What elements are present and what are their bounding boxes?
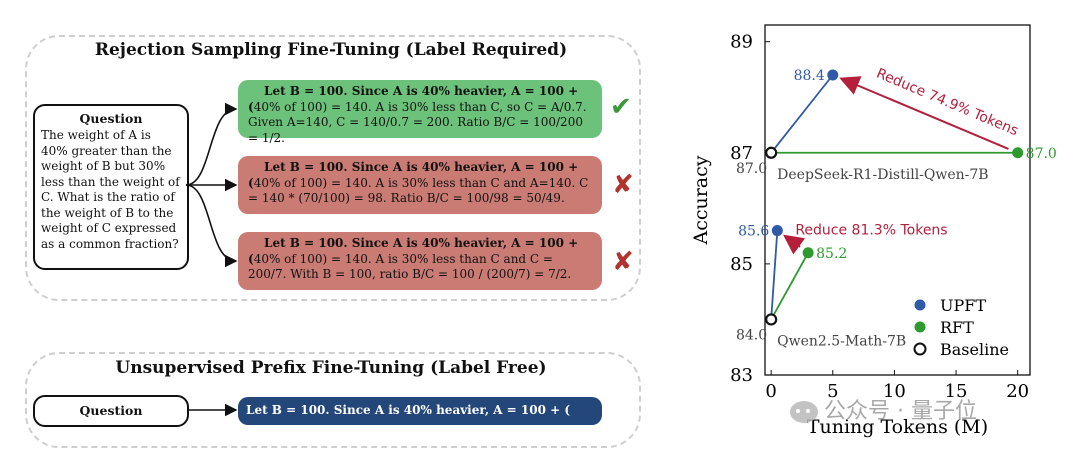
question-box: Question [33,395,189,427]
x-axis-title: Tuning Tokens (M) [807,416,988,438]
legend-label: Baseline [940,340,1009,359]
upft-line [770,74,834,154]
x-tick-label: 5 [827,381,838,402]
upft-value-label: 85.6 [738,224,769,240]
rft-point [802,247,814,259]
answer-correct: Let B = 100. Since A is 40% heavier, A =… [238,80,602,145]
answer-wrong: Let B = 100. Since A is 40% heavier, A =… [238,156,602,214]
y-tick-label: 83 [730,365,753,386]
x-tick-label: 10 [883,381,906,402]
upft-point [771,225,783,237]
prefix-answer: Let B = 100. Since A is 40% heavier, A =… [238,397,602,425]
upft-value-label: 88.4 [794,68,825,84]
rsft-panel [25,35,641,301]
upft-line [770,230,779,320]
model-label: DeepSeek-R1-Distill-Qwen-7B [777,167,988,183]
rft-line [770,252,809,320]
legend-label: RFT [940,318,974,337]
x-tick-label: 20 [1006,381,1029,402]
x-tick-label: 15 [945,381,968,402]
answer-wrong: Let B = 100. Since A is 40% heavier, A =… [238,232,602,290]
upft-panel [25,352,641,448]
question-text: The weight of A is 40% greater than the … [41,128,180,251]
rft-value-label: 85.2 [816,246,847,262]
cross-icon: ✘ [612,247,634,277]
legend-marker [913,342,927,356]
branch-arrows [185,102,238,417]
legend-marker [914,299,926,311]
x-tick-label: 0 [765,381,776,402]
check-icon: ✔ [610,92,632,122]
plot-frame [764,24,1031,376]
wechat-icon [790,401,818,423]
y-tick-label: 89 [730,32,753,53]
rft-point [1012,147,1024,159]
watermark: 公众号 · 量子位 [790,393,977,425]
legend-marker [914,321,926,333]
question-title: Question [79,111,143,126]
y-axis-title: Accuracy [690,155,712,245]
rsft-title: Rejection Sampling Fine-Tuning (Label Re… [94,40,568,60]
question-title: Question [79,403,143,418]
baseline-point [765,146,778,159]
baseline-value-label: 87.0 [736,161,767,177]
question-box: Question The weight of A is 40% greater … [33,104,189,270]
upft-point [827,69,839,81]
cross-icon: ✘ [612,170,634,200]
model-label: Qwen2.5-Math-7B [777,333,906,349]
y-tick-label: 85 [730,254,753,275]
baseline-point [765,313,778,326]
reduce-arrow [783,234,806,255]
y-tick-label: 87 [730,143,753,164]
reduce-arrow [839,76,1009,150]
legend-label: UPFT [940,296,986,315]
rft-value-label: 87.0 [1026,146,1057,162]
upft-title: Unsupervised Prefix Fine-Tuning (Label F… [115,358,547,378]
reduce-label: Reduce 81.3% Tokens [795,223,947,239]
baseline-value-label: 84.0 [736,327,767,343]
